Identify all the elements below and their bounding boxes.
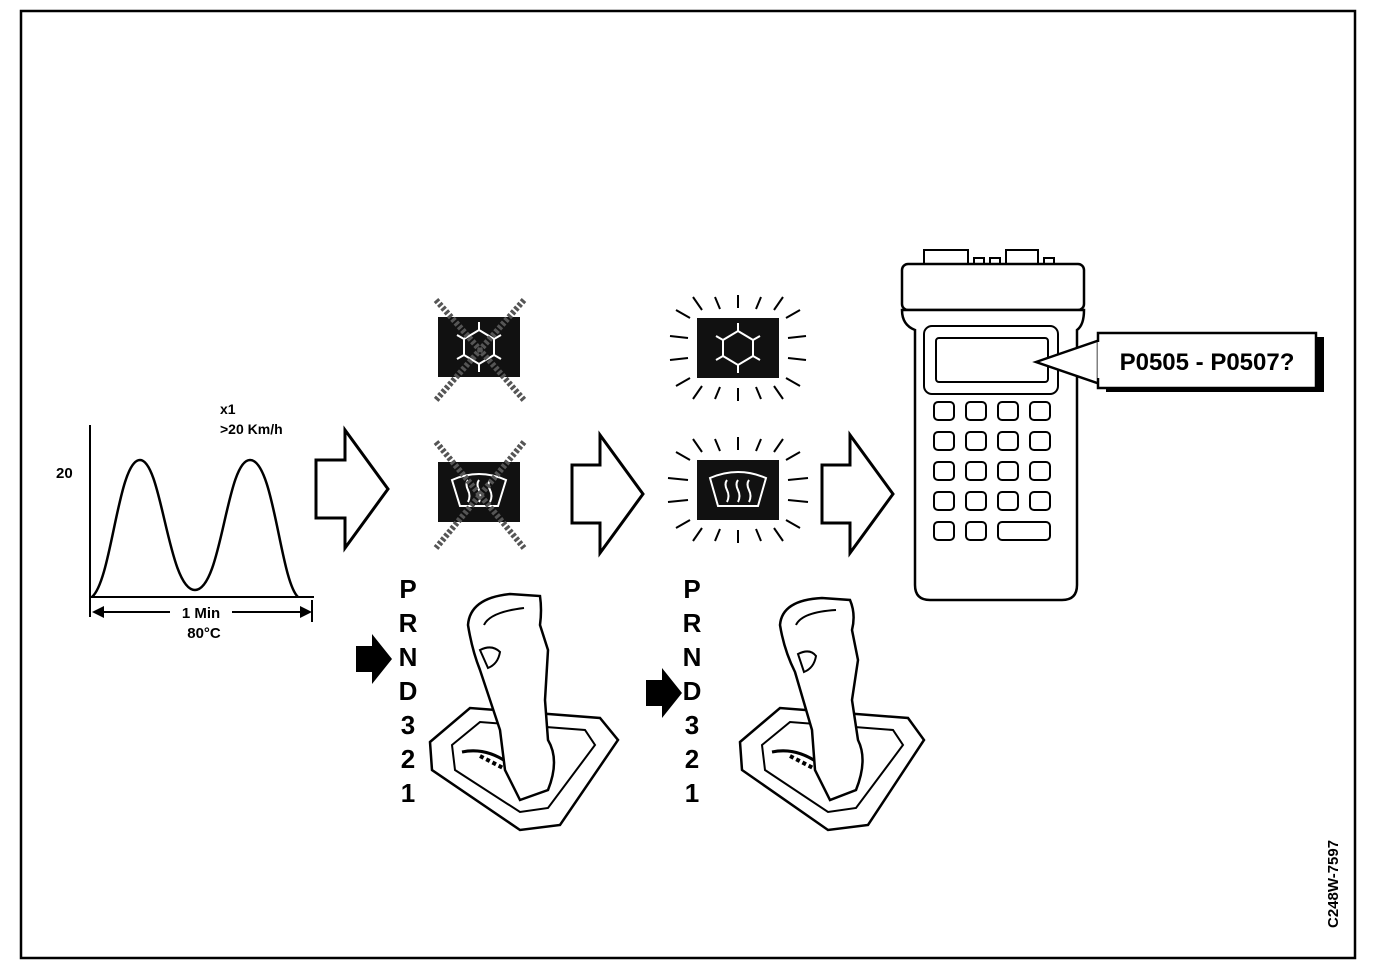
gear-1: 1 [401, 778, 415, 808]
tool-screen [935, 337, 1049, 383]
snowflake-icon [456, 322, 502, 372]
dtc-codes-text: P0505 - P0507? [1120, 349, 1295, 376]
callout-box [1096, 331, 1318, 390]
speed-label: >20 Km/h [220, 421, 283, 437]
defrost-switch-on [667, 437, 809, 543]
gear-1: 1 [685, 778, 699, 808]
gear-n: N [399, 642, 418, 672]
flow-arrow-1 [314, 425, 390, 553]
snowflake-icon [715, 323, 761, 373]
glow-rays [669, 295, 807, 401]
speed-curve [91, 458, 299, 598]
gear-p: P [683, 574, 700, 604]
dtc-callout: P0505 - P0507? [1032, 331, 1324, 392]
ac-switch-on [669, 295, 807, 401]
flow-arrow-3 [820, 430, 895, 558]
cross-out-icon [433, 298, 527, 402]
gear-d: D [683, 676, 702, 706]
cross-out-icon [433, 440, 527, 550]
selector-lever [778, 596, 864, 802]
selected-gear-pointer-icon [356, 634, 392, 684]
glow-rays [667, 437, 809, 543]
tool-top-housing [900, 262, 1086, 312]
gear-n: N [683, 642, 702, 672]
gear-3: 3 [401, 710, 415, 740]
gear-indicator-step2: P R N D 3 2 1 [646, 574, 702, 808]
lever-highlight [795, 609, 837, 626]
gear-selector-step1 [428, 592, 620, 832]
gear-r: R [399, 608, 418, 638]
duration-label: 1 Min [182, 605, 220, 622]
lever-button-icon [796, 650, 818, 674]
gear-p: P [399, 574, 416, 604]
page-frame [19, 9, 1357, 960]
gear-3: 3 [685, 710, 699, 740]
ac-switch-off [433, 298, 527, 402]
defrost-switch-off [433, 440, 527, 550]
windscreen-defrost-icon [708, 471, 768, 507]
gear-2: 2 [401, 744, 415, 774]
gear-d: D [399, 676, 418, 706]
multiplier-label: x1 [220, 401, 236, 417]
tool-keypad [933, 401, 1051, 541]
arrowhead-left [92, 606, 104, 618]
lever-highlight [483, 607, 525, 626]
gear-2: 2 [685, 744, 699, 774]
flow-arrow-2 [570, 430, 645, 558]
y-axis-value: 20 [56, 465, 73, 482]
speed-graph: x1 >20 Km/h 20 1 Min 80°C [56, 401, 314, 642]
figure-id: C248W-7597 [1325, 840, 1342, 928]
selector-lever [466, 592, 556, 802]
lever-button-icon [478, 646, 502, 670]
gear-r: R [683, 608, 702, 638]
arrowhead-right [300, 606, 312, 618]
gear-indicator-step1: P R N D 3 2 1 [356, 574, 418, 808]
gear-selector-step2 [738, 596, 926, 832]
scan-tool [900, 249, 1086, 602]
temperature-label: 80°C [187, 625, 221, 642]
selected-gear-pointer-icon [646, 668, 682, 718]
